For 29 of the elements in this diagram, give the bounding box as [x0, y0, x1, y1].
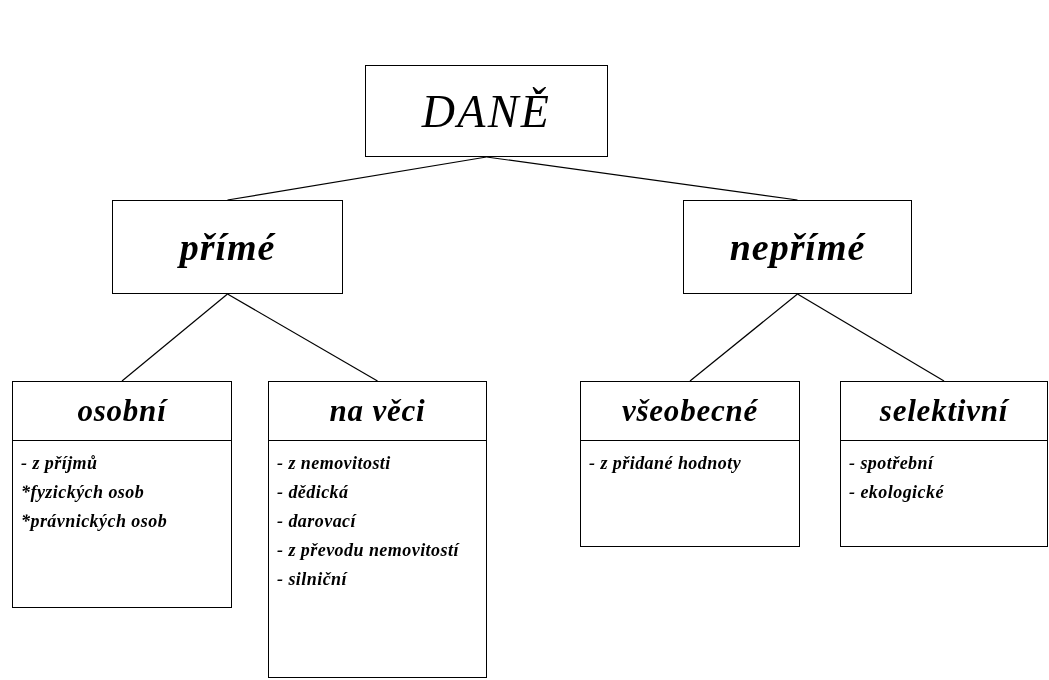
category-heading: na věci — [329, 391, 426, 430]
list-item: - z přidané hodnoty — [589, 452, 743, 475]
list-item: - ekologické — [849, 481, 945, 504]
category-box — [840, 381, 1048, 547]
list-item: *fyzických osob — [21, 481, 146, 504]
category-heading: všeobecné — [621, 391, 759, 430]
connector-line — [796, 293, 945, 382]
category-heading: osobní — [77, 391, 167, 430]
list-item: - z příjmů — [21, 452, 99, 475]
connector-line — [121, 293, 229, 382]
category-box — [580, 381, 800, 547]
category-heading: přímé — [179, 224, 276, 270]
list-item: - darovací — [277, 510, 358, 533]
list-item: - silniční — [277, 568, 349, 591]
list-item: - z převodu nemovitostí — [277, 539, 461, 562]
connector-line — [226, 293, 379, 382]
list-item: - spotřební — [849, 452, 935, 475]
category-box — [268, 381, 487, 678]
category-box — [12, 381, 232, 608]
root-box — [365, 65, 608, 157]
list-item: - z nemovitosti — [277, 452, 392, 475]
connector-line — [689, 293, 799, 382]
category-box — [112, 200, 343, 294]
category-heading: selektivní — [879, 391, 1009, 430]
title-text: DANĚ — [421, 84, 552, 139]
category-box — [683, 200, 912, 294]
list-item: - dědická — [277, 481, 350, 504]
category-heading: nepřímé — [729, 224, 866, 270]
list-item: *právnických osob — [21, 510, 169, 533]
